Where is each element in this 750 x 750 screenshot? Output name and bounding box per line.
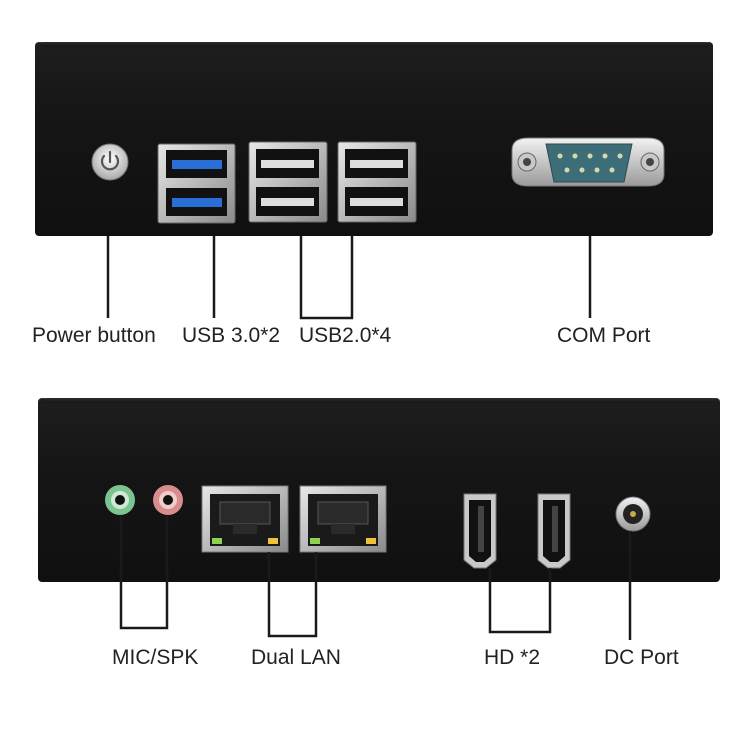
db9-serial-port-icon xyxy=(545,143,633,183)
hdmi-port-icon xyxy=(469,500,491,562)
usb3-port-icon xyxy=(166,150,227,216)
label-power-button: Power button xyxy=(32,324,156,347)
lan-port-1[interactable] xyxy=(201,485,289,553)
top-leader-lines xyxy=(106,236,592,320)
label-usb3: USB 3.0*2 xyxy=(182,324,281,347)
usb2-ports-right[interactable] xyxy=(337,141,417,223)
dc-jack-icon xyxy=(630,511,636,517)
rear-panel-edge xyxy=(44,398,714,403)
label-mic-spk: MIC/SPK xyxy=(112,646,199,669)
com-port[interactable] xyxy=(511,137,665,187)
label-dual-lan: Dual LAN xyxy=(251,646,341,669)
usb2-port-icon xyxy=(345,149,408,216)
lan-port-2[interactable] xyxy=(299,485,387,553)
label-usb2: USB2.0*4 xyxy=(299,324,392,347)
label-hd: HD *2 xyxy=(484,646,541,669)
power-button[interactable] xyxy=(91,143,129,181)
power-icon xyxy=(100,150,120,171)
rj45-port-icon xyxy=(308,494,378,546)
front-panel-edge xyxy=(41,42,707,47)
hdmi-port-icon xyxy=(543,500,565,562)
hdmi-port-1[interactable] xyxy=(463,493,497,569)
dc-port[interactable] xyxy=(615,496,651,532)
label-dc-port: DC Port xyxy=(604,646,679,669)
audio-jack-icon xyxy=(163,495,173,505)
spk-jack[interactable] xyxy=(153,485,183,515)
mic-jack[interactable] xyxy=(105,485,135,515)
usb2-port-icon xyxy=(256,149,319,216)
hdmi-port-2[interactable] xyxy=(537,493,571,569)
usb3-ports[interactable] xyxy=(157,143,236,224)
label-com-port: COM Port xyxy=(557,324,651,347)
audio-jack-icon xyxy=(115,495,125,505)
usb2-ports-left[interactable] xyxy=(248,141,328,223)
rj45-port-icon xyxy=(210,494,280,546)
bottom-leader-lines xyxy=(119,516,632,640)
